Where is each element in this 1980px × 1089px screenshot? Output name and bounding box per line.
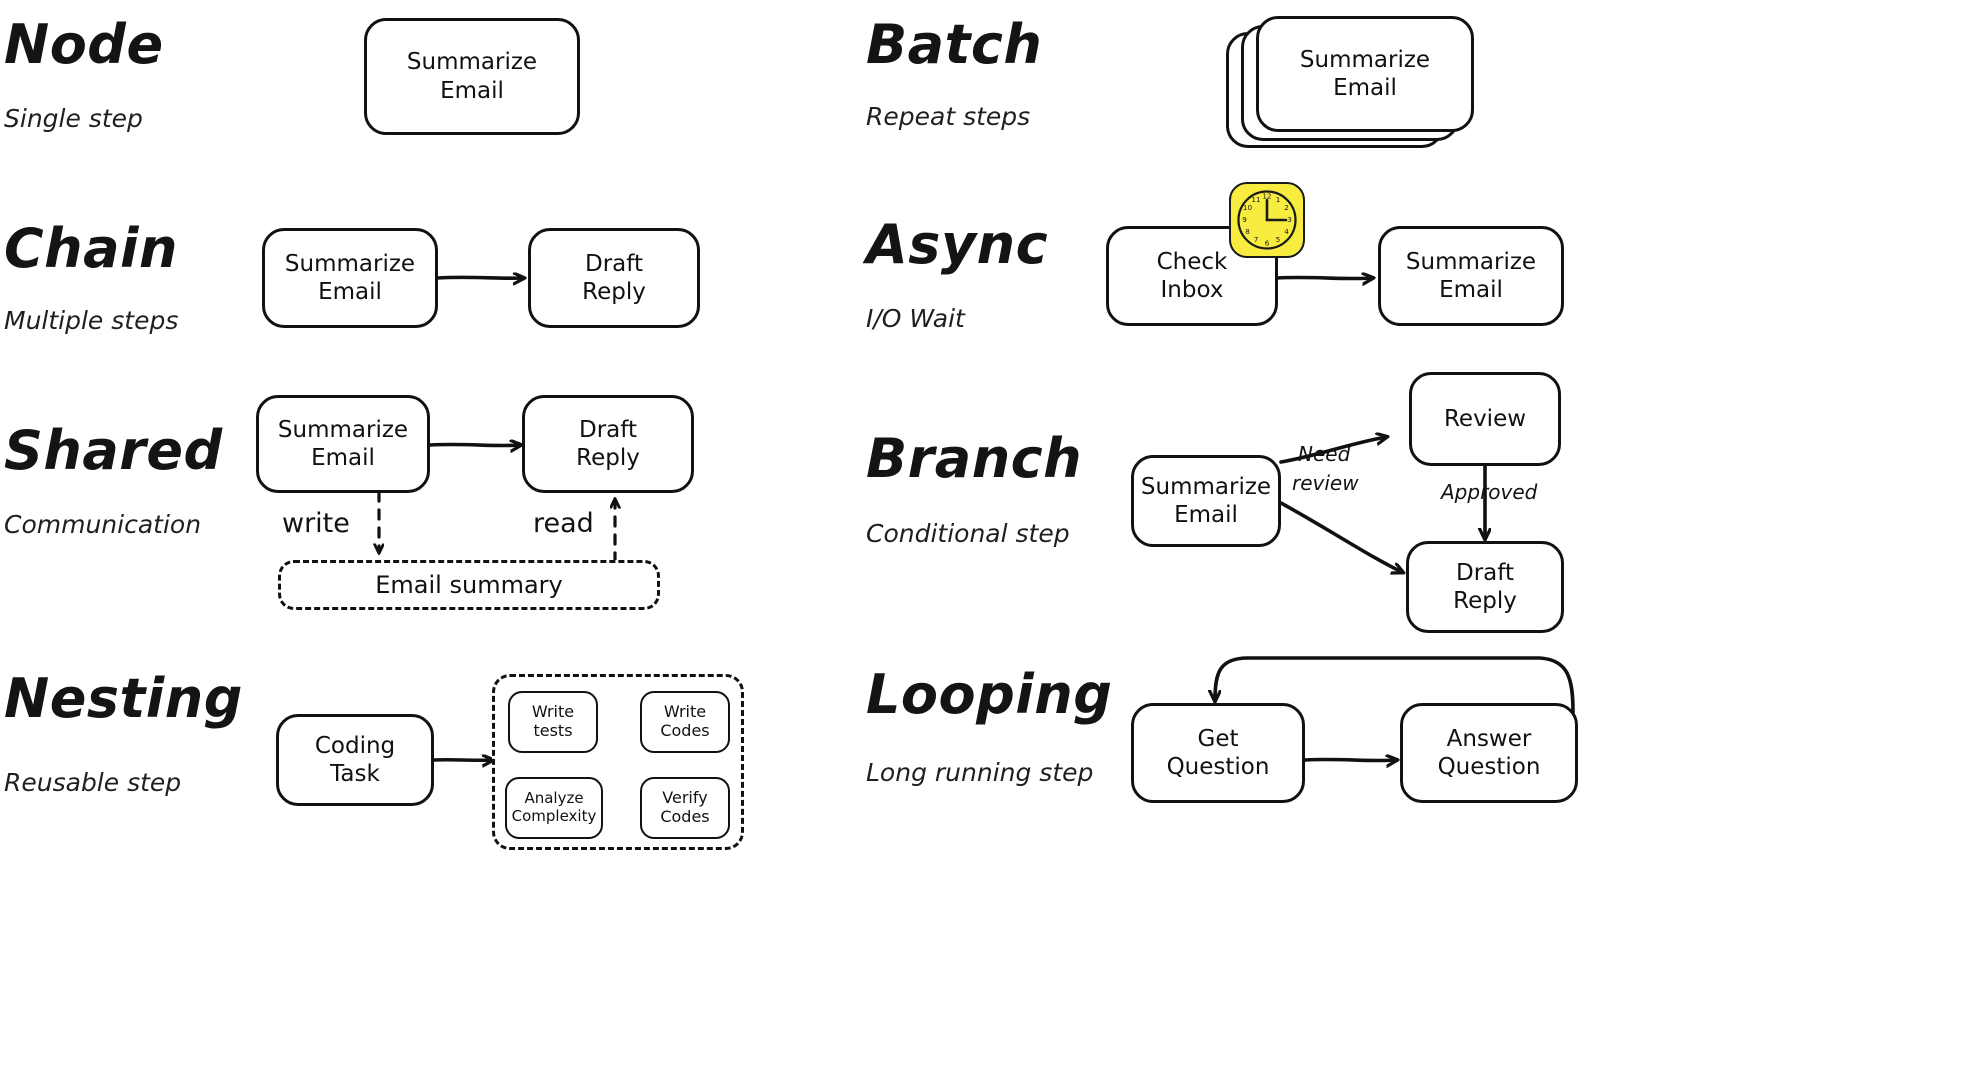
- branch-node-summarize-email[interactable]: Summarize Email: [1131, 455, 1281, 547]
- node-label-line1: Draft: [585, 250, 643, 277]
- node-label-line1: Summarize: [277, 416, 409, 443]
- looping-node-answer-question[interactable]: Answer Question: [1400, 703, 1578, 803]
- batch-node-summarize-email[interactable]: Summarize Email: [1256, 16, 1474, 132]
- section-title-chain: Chain: [4, 217, 178, 280]
- node-label-line2: Complexity: [511, 807, 597, 825]
- shared-write-label: write: [282, 508, 350, 539]
- svg-text:7: 7: [1254, 235, 1259, 244]
- node-label-line2: Email: [318, 279, 382, 305]
- svg-text:12: 12: [1262, 192, 1271, 201]
- node-label-line1: Coding: [314, 732, 396, 759]
- node-summarize-email[interactable]: Summarize Email: [364, 18, 580, 135]
- branch-direct-arrow: [1279, 501, 1402, 572]
- svg-text:5: 5: [1276, 235, 1281, 244]
- svg-text:8: 8: [1245, 227, 1250, 236]
- node-label-line1: Write: [531, 702, 575, 722]
- nesting-node-coding-task[interactable]: Coding Task: [276, 714, 434, 806]
- section-title-async: Async: [866, 213, 1049, 276]
- node-label-line1: Summarize: [1140, 473, 1272, 500]
- node-label-line2: Reply: [1453, 588, 1517, 614]
- node-label-line1: Draft: [1456, 559, 1514, 586]
- nesting-inner-node-write-codes[interactable]: Write Codes: [640, 691, 730, 753]
- looping-forward-arrow: [1303, 759, 1396, 760]
- section-subtitle-nesting: Reusable step: [4, 768, 182, 797]
- svg-text:6: 6: [1265, 239, 1270, 248]
- svg-text:1: 1: [1276, 195, 1281, 204]
- node-label-line2: Codes: [660, 721, 710, 740]
- branch-review-label: review: [1292, 471, 1359, 495]
- node-label-line2: Email: [440, 77, 504, 104]
- svg-text:2: 2: [1284, 203, 1289, 212]
- branch-need-label: Need: [1298, 442, 1351, 466]
- section-title-shared: Shared: [4, 419, 223, 482]
- async-arrow: [1275, 277, 1372, 278]
- node-label-line2: Inbox: [1160, 277, 1224, 303]
- node-label-line2: Reply: [582, 279, 646, 305]
- nesting-inner-node-write-tests[interactable]: Write tests: [508, 691, 598, 753]
- branch-node-review[interactable]: Review: [1409, 372, 1561, 466]
- chain-node-draft-reply[interactable]: Draft Reply: [528, 228, 700, 328]
- node-label-line2: Codes: [660, 807, 710, 826]
- svg-text:11: 11: [1251, 195, 1260, 204]
- node-label-line2: Reply: [576, 445, 640, 471]
- svg-text:10: 10: [1243, 203, 1253, 212]
- section-title-nesting: Nesting: [4, 667, 243, 730]
- looping-node-get-question[interactable]: Get Question: [1131, 703, 1305, 803]
- section-subtitle-looping: Long running step: [866, 758, 1094, 787]
- shared-read-label: read: [533, 508, 594, 539]
- nesting-inner-node-verify-codes[interactable]: Verify Codes: [640, 777, 730, 839]
- shared-arrow: [428, 444, 520, 445]
- section-title-batch: Batch: [866, 13, 1043, 76]
- node-label-line1: Review: [1443, 405, 1527, 432]
- svg-text:9: 9: [1242, 215, 1247, 224]
- shared-node-draft-reply[interactable]: Draft Reply: [522, 395, 694, 493]
- node-label-line2: Email: [311, 445, 375, 471]
- node-label-line2: Question: [1166, 754, 1270, 780]
- branch-node-draft-reply[interactable]: Draft Reply: [1406, 541, 1564, 633]
- section-subtitle-branch: Conditional step: [866, 519, 1070, 548]
- nesting-inner-node-analyze-complexity[interactable]: Analyze Complexity: [505, 777, 603, 839]
- section-subtitle-chain: Multiple steps: [4, 306, 179, 335]
- section-title-looping: Looping: [866, 663, 1113, 726]
- node-label-line1: Summarize: [1405, 248, 1537, 275]
- node-label-line1: Draft: [579, 416, 637, 443]
- node-label-line2: Email: [1174, 502, 1238, 528]
- section-subtitle-node: Single step: [4, 104, 143, 133]
- section-subtitle-batch: Repeat steps: [866, 102, 1031, 131]
- shared-store-label: Email summary: [375, 571, 563, 599]
- node-label-line2: Question: [1437, 754, 1541, 780]
- section-title-node: Node: [4, 13, 164, 76]
- svg-text:3: 3: [1287, 215, 1292, 224]
- node-label-line2: Email: [1333, 75, 1397, 101]
- node-label-line1: Summarize: [406, 49, 538, 76]
- node-label-line2: Email: [1439, 277, 1503, 303]
- node-label-line1: Answer: [1446, 725, 1532, 752]
- branch-approved-label: Approved: [1441, 480, 1538, 504]
- node-label-line2: tests: [533, 721, 573, 740]
- shared-node-summarize-email[interactable]: Summarize Email: [256, 395, 430, 493]
- node-label-line1: Write: [663, 702, 707, 722]
- node-label-line1: Summarize: [1299, 46, 1431, 73]
- chain-arrow: [435, 277, 523, 278]
- section-subtitle-async: I/O Wait: [866, 304, 965, 333]
- node-label-line1: Get: [1197, 725, 1239, 752]
- async-node-summarize-email[interactable]: Summarize Email: [1378, 226, 1564, 326]
- node-label-line1: Summarize: [284, 250, 416, 277]
- node-label-line1: Verify: [662, 788, 708, 808]
- svg-text:4: 4: [1284, 227, 1289, 236]
- node-label-line1: Check: [1156, 248, 1228, 275]
- section-subtitle-shared: Communication: [4, 510, 202, 539]
- nesting-arrow: [432, 760, 492, 761]
- section-title-branch: Branch: [866, 427, 1083, 490]
- chain-node-summarize-email[interactable]: Summarize Email: [262, 228, 438, 328]
- node-label-line2: Task: [330, 761, 380, 787]
- node-label-line1: Analyze: [524, 789, 584, 808]
- shared-store-email-summary[interactable]: Email summary: [278, 560, 660, 610]
